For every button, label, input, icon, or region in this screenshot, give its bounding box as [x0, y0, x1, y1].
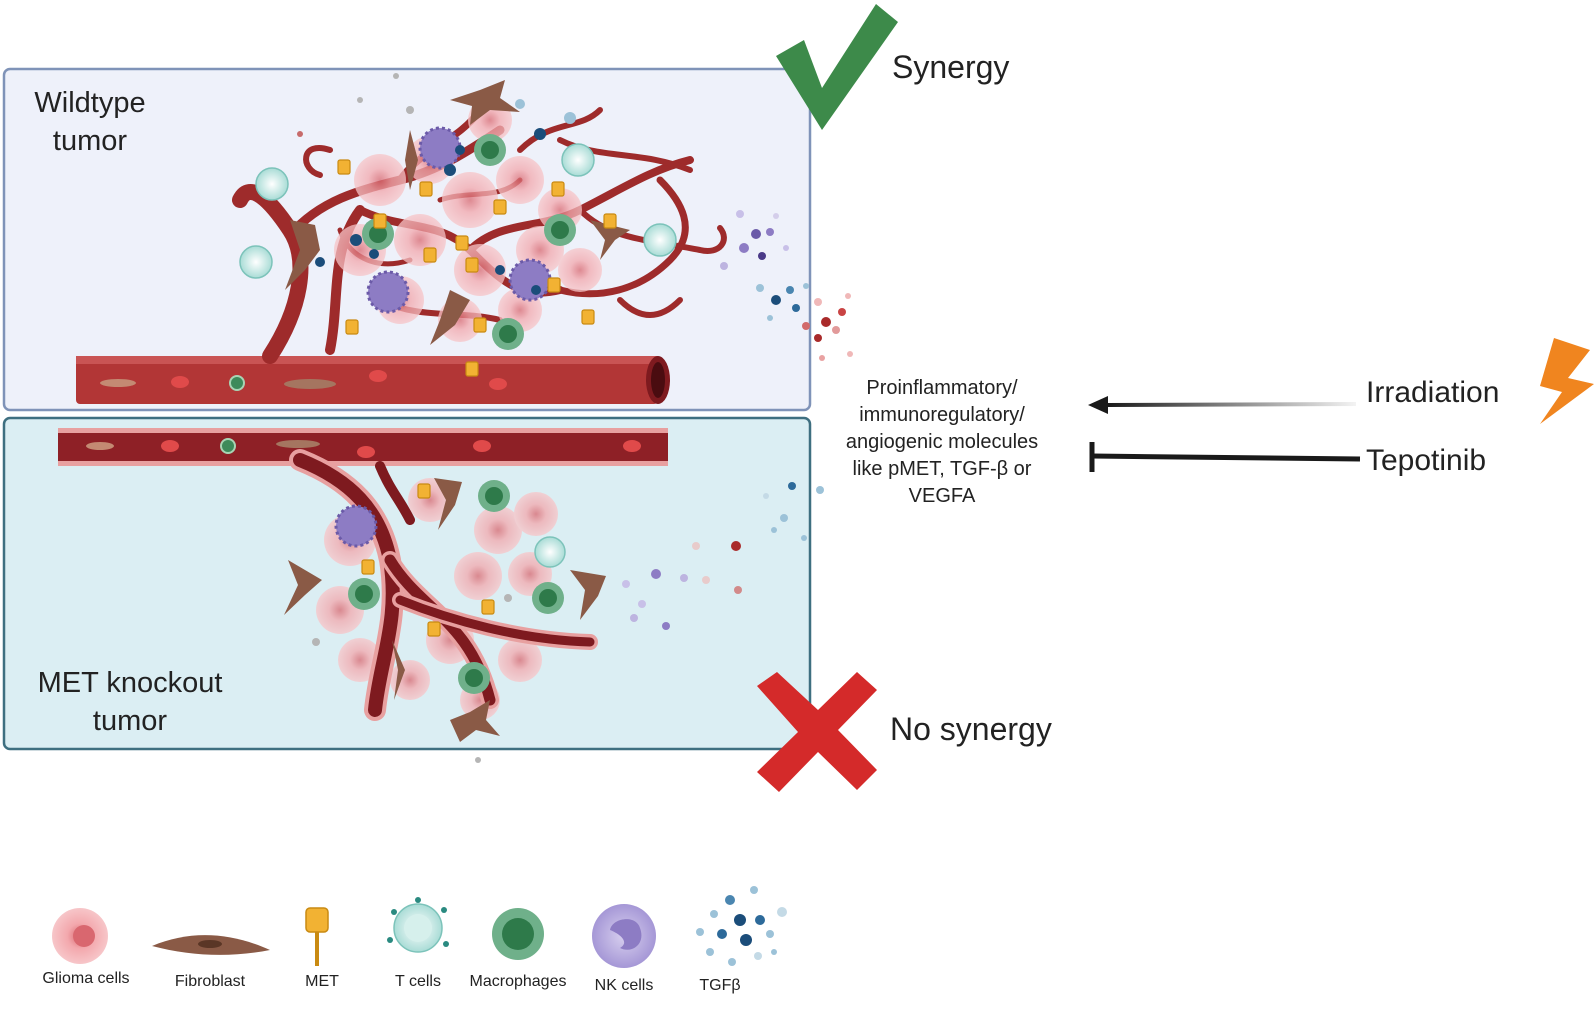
legend: Glioma cells Fibroblast MET T cells — [42, 886, 787, 994]
wildtype-fibroblasts — [285, 80, 630, 345]
nk-cell-icon — [592, 904, 656, 968]
knockout-macrophages — [348, 480, 564, 694]
wildtype-label-line2: tumor — [53, 125, 127, 157]
legend-label-tgfb: TGFβ — [699, 977, 740, 994]
wildtype-panel: Wildtype tumor — [2, 67, 853, 412]
molecules-line-3: angiogenic molecules — [846, 431, 1038, 453]
tepotinib-label: Tepotinib — [1366, 444, 1486, 477]
wildtype-tgfb-molecules — [297, 73, 576, 295]
irradiation-label: Irradiation — [1366, 376, 1499, 409]
molecules-line-2: immunoregulatory/ — [859, 404, 1025, 426]
wildtype-blood-vessel — [76, 356, 670, 404]
knockout-t-cells — [534, 536, 566, 568]
legend-label-macrophages: Macrophages — [470, 973, 567, 990]
macrophage-icon — [492, 908, 544, 960]
synergy-label: Synergy — [892, 49, 1009, 85]
molecules-description: Proinflammatory/ immunoregulatory/ angio… — [846, 377, 1038, 507]
knockout-secreted-molecules — [312, 482, 824, 763]
lightning-icon — [1540, 338, 1594, 424]
legend-label-glioma: Glioma cells — [42, 970, 129, 987]
checkmark-icon — [776, 4, 898, 130]
knockout-label-line1: MET knockout — [38, 667, 223, 699]
legend-label-fibroblast: Fibroblast — [175, 973, 246, 990]
wildtype-nk-cells — [366, 126, 552, 314]
knockout-blood-vessel — [58, 428, 668, 466]
knockout-label-line2: tumor — [93, 705, 167, 737]
irradiation-arrow — [1088, 396, 1357, 414]
fibroblast-icon — [152, 935, 270, 955]
glioma-cell-icon — [52, 908, 108, 964]
wildtype-met-receptors — [337, 159, 617, 377]
wildtype-t-cells — [239, 143, 677, 279]
wildtype-label-line1: Wildtype — [34, 87, 145, 119]
knockout-met-receptors — [361, 483, 495, 637]
wildtype-secreted-molecules — [720, 210, 853, 361]
legend-label-tcells: T cells — [395, 973, 441, 990]
tepotinib-inhibition-bar — [1089, 442, 1361, 472]
molecules-line-1: Proinflammatory/ — [866, 377, 1018, 399]
molecules-line-5: VEGFA — [909, 485, 976, 507]
met-receptor-icon — [305, 907, 329, 966]
tgfb-icon — [696, 886, 787, 966]
knockout-fibroblasts — [284, 478, 606, 742]
knockout-nk-cells — [334, 504, 378, 548]
legend-label-met: MET — [305, 973, 339, 990]
molecules-line-4: like pMET, TGF-β or — [853, 458, 1032, 480]
cross-icon — [757, 672, 877, 792]
knockout-panel: MET knockout tumor — [2, 416, 824, 763]
no-synergy-label: No synergy — [890, 711, 1052, 747]
t-cell-icon — [387, 897, 449, 953]
legend-label-nkcells: NK cells — [595, 977, 654, 994]
